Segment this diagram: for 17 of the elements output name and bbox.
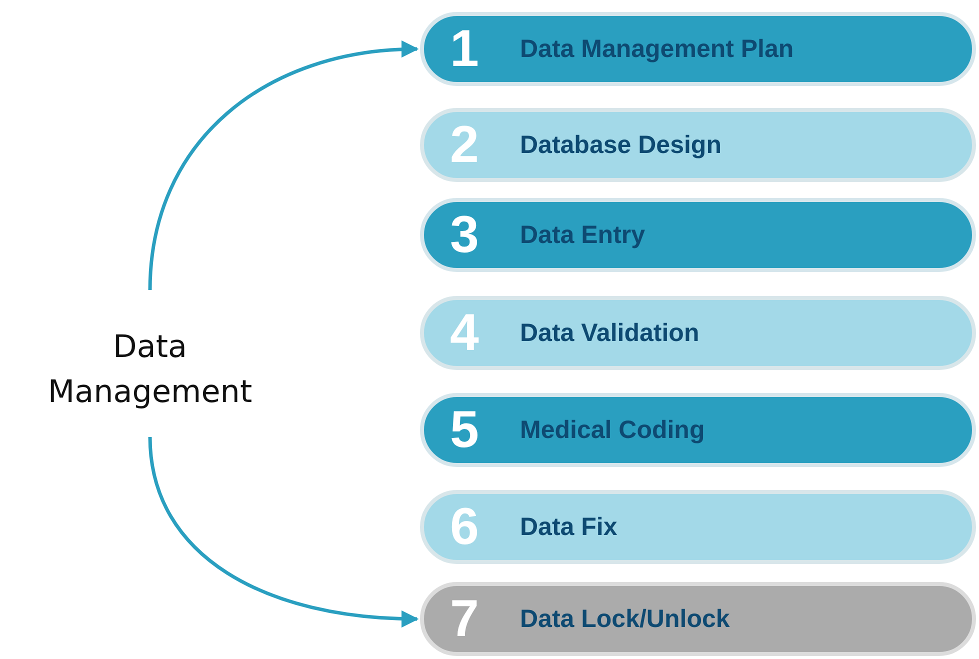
step-label: Data Validation: [520, 318, 700, 348]
center-label: Data Management: [46, 328, 254, 412]
step-number: 1: [450, 23, 480, 75]
step-label: Data Management Plan: [520, 34, 794, 64]
step-number: 4: [450, 307, 480, 359]
curved-arrow: [148, 41, 419, 290]
curved-arrow: [148, 436, 419, 628]
step-label: Database Design: [520, 130, 722, 160]
step-label: Data Fix: [520, 512, 618, 542]
step-number: 3: [450, 209, 480, 261]
step-label: Data Entry: [520, 220, 646, 250]
step-number: 6: [450, 501, 480, 553]
step-number: 7: [450, 593, 480, 645]
step-number: 2: [450, 119, 480, 171]
step-label: Medical Coding: [520, 416, 705, 444]
step-number: 5: [450, 404, 480, 456]
step-label: Data Lock/Unlock: [520, 604, 730, 634]
